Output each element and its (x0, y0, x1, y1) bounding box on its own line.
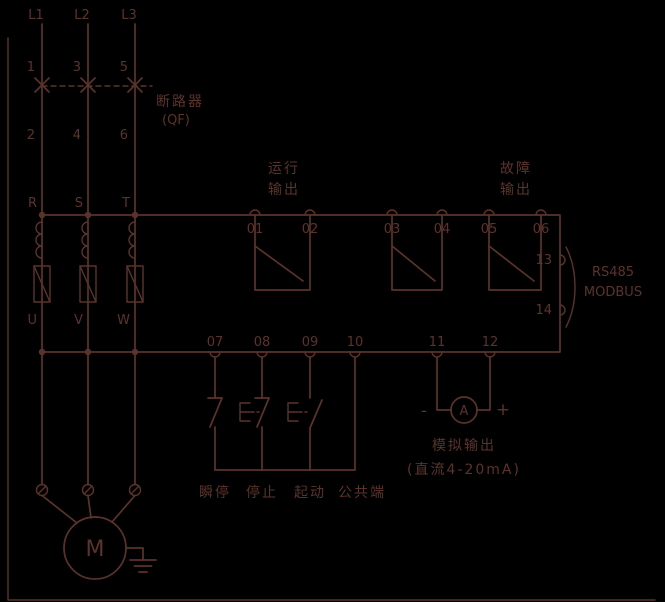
control-terminal-09: 09 (302, 335, 319, 350)
motor-branch (35, 483, 157, 580)
control-input-wiring (207, 356, 356, 471)
relay-terminal-06: 06 (533, 222, 550, 237)
motor-letter: M (86, 537, 105, 562)
comm-terminal-13: 13 (535, 253, 552, 268)
input-terminal-r: R (28, 196, 37, 211)
fault-output-label-line1: 故障 (500, 161, 532, 177)
input-label-common: 公共端 (338, 485, 386, 501)
relay-contact-fault-icon (488, 214, 542, 291)
comm-terminal-14: 14 (535, 303, 552, 318)
control-terminal-07: 07 (207, 335, 224, 350)
breaker-contact-icon (34, 77, 153, 93)
ammeter-letter: A (460, 404, 469, 419)
plus-sign: + (496, 400, 510, 420)
terminal-bump-right-icons (559, 254, 566, 316)
input-label-instant-stop: 瞬停 (199, 484, 231, 501)
breaker-terminal-4: 4 (73, 128, 81, 143)
minus-sign: - (421, 401, 427, 421)
no-pushbutton-icon (287, 399, 323, 429)
relay-contact-mid-icon (391, 214, 443, 291)
ground-icon (125, 547, 157, 573)
output-terminal-w: W (117, 313, 130, 328)
nc-pushbutton-icon (239, 397, 270, 428)
output-terminal-u: U (27, 313, 37, 328)
rs485-port-bracket (565, 246, 576, 328)
phase-label-l3: L3 (121, 8, 137, 23)
phase-label-l1: L1 (28, 8, 44, 23)
relay-terminal-03: 03 (384, 222, 401, 237)
input-terminal-s: S (75, 196, 83, 211)
ammeter-icon (450, 396, 478, 424)
phase-lines (41, 23, 136, 486)
ct-coil-icon (35, 221, 136, 259)
relay-terminal-02: 02 (302, 222, 319, 237)
relay-terminal-05: 05 (481, 222, 498, 237)
terminal-circle-icons (35, 483, 142, 497)
breaker-code-label: (QF) (162, 113, 190, 128)
breaker-terminal-6: 6 (120, 128, 128, 143)
control-terminal-12: 12 (482, 335, 499, 350)
labels: L1 L2 L3 1 3 5 断路器 (QF) 2 4 6 R S T U V … (27, 8, 642, 562)
breaker-name-label: 断路器 (156, 94, 204, 110)
scr-module-icon (33, 265, 144, 303)
input-label-stop: 停止 (246, 484, 278, 501)
control-terminal-11: 11 (429, 335, 446, 350)
analog-output-label: 模拟输出 (432, 438, 496, 454)
phase-label-l2: L2 (74, 8, 90, 23)
run-output-label-line2: 输出 (268, 182, 300, 198)
output-terminal-v: V (74, 313, 83, 328)
starter-unit-outline (41, 214, 561, 353)
terminal-bump-top-icons (249, 209, 547, 216)
input-label-start: 起动 (294, 485, 326, 501)
relay-terminal-01: 01 (247, 222, 264, 237)
rs485-label: RS485 (592, 265, 634, 280)
nc-contact-icon (207, 397, 223, 428)
analog-range-label: (直流4-20mA) (407, 461, 521, 478)
modbus-label: MODBUS (584, 285, 642, 300)
control-terminal-10: 10 (347, 335, 364, 350)
junction-dots (38, 211, 139, 356)
relay-contact-run-icon (254, 214, 311, 291)
breaker-terminal-5: 5 (120, 60, 128, 75)
relay-terminal-04: 04 (434, 222, 451, 237)
breaker-terminal-3: 3 (73, 60, 81, 75)
breaker-terminal-2: 2 (27, 128, 35, 143)
analog-output-wiring (436, 356, 491, 424)
input-terminal-t: T (121, 196, 130, 211)
run-output-label-line1: 运行 (268, 161, 300, 177)
breaker-terminal-1: 1 (27, 60, 35, 75)
frame-border (7, 37, 656, 601)
fault-output-label-line2: 输出 (500, 182, 532, 198)
control-terminal-08: 08 (254, 335, 271, 350)
